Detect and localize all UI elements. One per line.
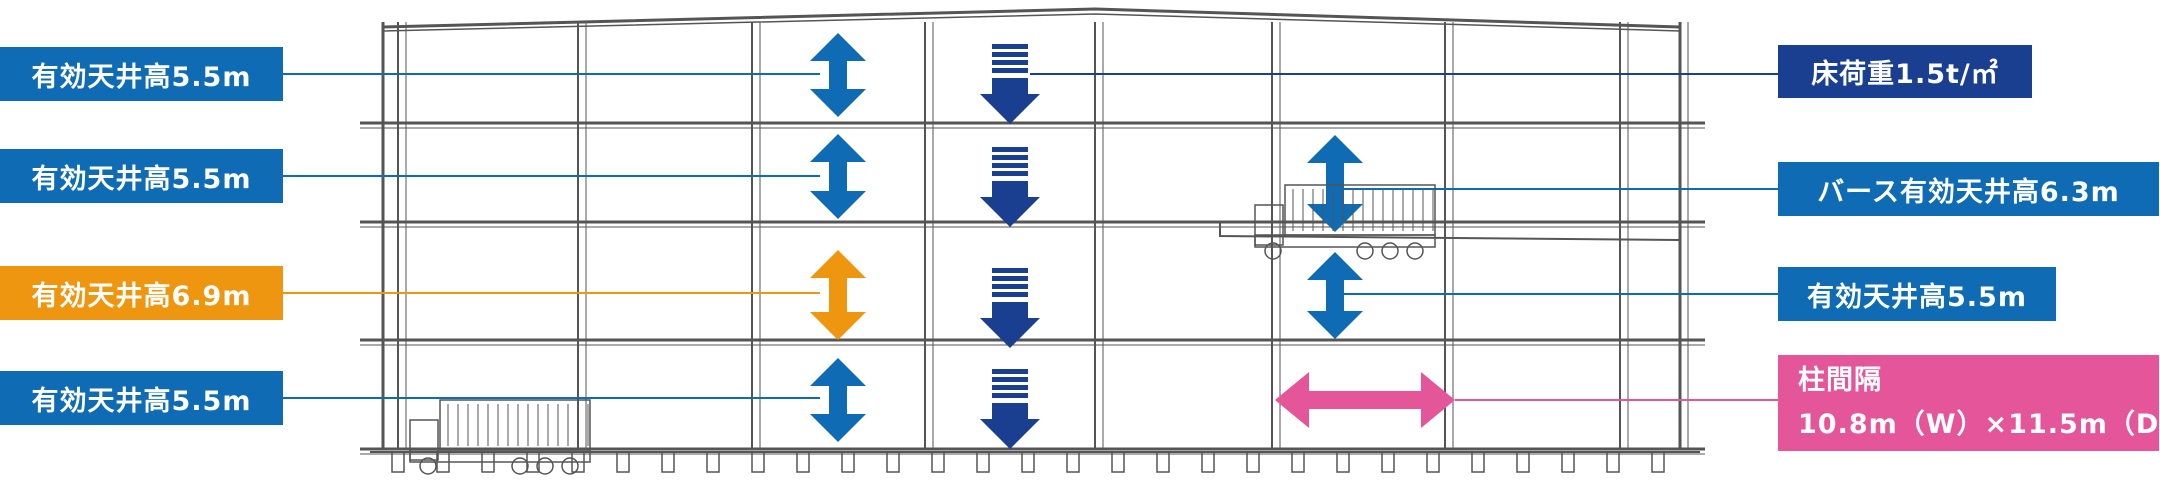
- floor-load-label: 床荷重1.5t/㎡: [1778, 45, 2032, 98]
- foundation-pile: [391, 451, 405, 473]
- column-spacing-value: 10.8m（W）×11.5m（D）: [1798, 409, 2160, 440]
- foundation-pile: [1201, 451, 1215, 473]
- truck-icon: [1254, 184, 1436, 260]
- column-spacing-arrow-icon: [1275, 372, 1455, 428]
- foundation-pile: [976, 451, 990, 473]
- foundation-pile: [1516, 451, 1530, 473]
- height-arrow-icon: [810, 33, 866, 117]
- foundation-pile: [796, 451, 810, 473]
- floor-load-arrow-icon: [980, 268, 1040, 348]
- foundation-pile: [661, 451, 675, 473]
- floor-load-arrow-icon: [980, 369, 1040, 449]
- height-arrow-icon: [810, 358, 866, 442]
- trucks: [409, 184, 1436, 475]
- ceiling-height-label-3f: 有効天井高5.5m: [0, 149, 283, 203]
- height-arrow-icon: [810, 250, 866, 340]
- foundation-pile: [886, 451, 900, 473]
- berth-deck: [1219, 222, 1681, 241]
- ceiling-height-label-2f: 有効天井高6.9m: [0, 266, 283, 320]
- arrows: [810, 33, 1455, 449]
- foundation-pile: [1426, 451, 1440, 473]
- foundation-pile: [751, 451, 765, 473]
- foundation-pile: [1156, 451, 1170, 473]
- foundation-pile: [1066, 451, 1080, 473]
- foundation-pile: [1291, 451, 1305, 473]
- foundation-pile: [1381, 451, 1395, 473]
- foundation-pile: [1111, 451, 1125, 473]
- foundation-pile: [1651, 451, 1665, 473]
- foundation-pile: [1606, 451, 1620, 473]
- column-spacing-label: 柱間隔 10.8m（W）×11.5m（D）: [1778, 355, 2160, 451]
- foundation-pile: [841, 451, 855, 473]
- foundation-pile: [616, 451, 630, 473]
- roof-line: [382, 7, 1681, 29]
- ceiling-height-label-4f: 有効天井高5.5m: [0, 47, 283, 101]
- foundation-pile: [706, 451, 720, 473]
- height-arrow-icon: [1307, 135, 1363, 232]
- foundation-pile: [1021, 451, 1035, 473]
- floor-load-arrow-icon: [980, 147, 1040, 227]
- height-arrow-icon: [1307, 252, 1363, 339]
- foundation-pile: [1336, 451, 1350, 473]
- column-spacing-title: 柱間隔: [1798, 365, 1882, 396]
- leader-lines: [283, 73, 1778, 401]
- ceiling-height-label-1f: 有効天井高5.5m: [0, 371, 283, 425]
- ceiling-height-label-right: 有効天井高5.5m: [1778, 267, 2056, 321]
- foundation-pile: [1561, 451, 1575, 473]
- foundation-pile: [1246, 451, 1260, 473]
- height-arrow-icon: [810, 134, 866, 219]
- roof-inner-line: [382, 13, 1681, 32]
- foundation-pile: [931, 451, 945, 473]
- foundation-pile: [1471, 451, 1485, 473]
- floor-load-arrow-icon: [980, 44, 1040, 124]
- truck-icon: [409, 399, 591, 475]
- building-structure: [360, 7, 1705, 473]
- berth-ceiling-height-label: バース有効天井高6.3m: [1778, 162, 2159, 216]
